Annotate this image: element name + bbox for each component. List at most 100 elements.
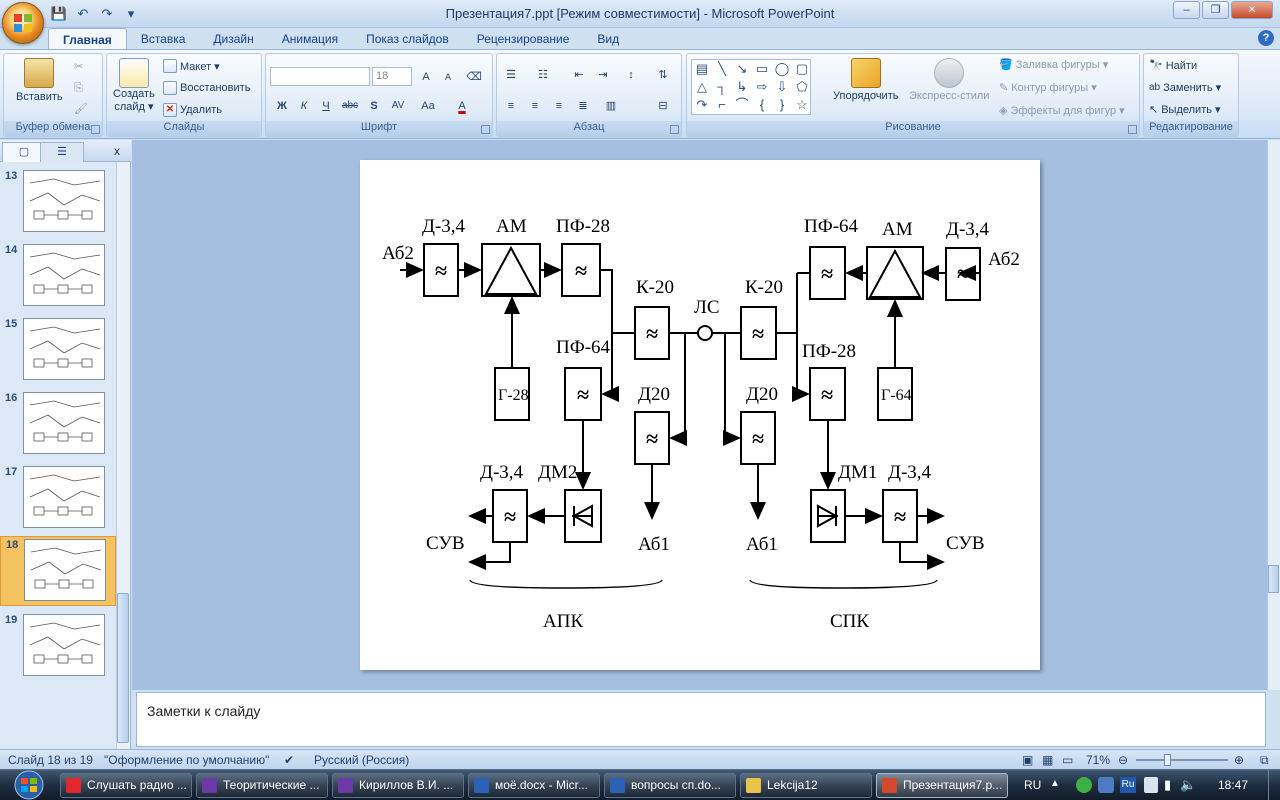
shadow-button[interactable]: S — [370, 100, 378, 112]
align-text-icon[interactable]: ⊟ — [658, 100, 668, 112]
decrease-indent-icon[interactable]: ⇤ — [574, 69, 584, 81]
shape-rounded-rect-icon[interactable]: ▢ — [795, 61, 809, 76]
shrink-font-icon[interactable]: A — [444, 72, 451, 82]
slide-thumbnail-item[interactable]: 19 — [0, 612, 116, 682]
shape-arrow-icon[interactable]: ↘ — [736, 61, 748, 76]
customize-qat-icon[interactable]: ▾ — [127, 6, 135, 21]
tab-insert[interactable]: Вставка — [140, 32, 186, 46]
tab-animation[interactable]: Анимация — [281, 32, 339, 46]
notes-pane[interactable]: Заметки к слайду — [136, 692, 1266, 747]
reset-button[interactable]: Восстановить — [163, 81, 250, 95]
shape-down-arrow-icon[interactable]: ⇩ — [776, 79, 788, 94]
copy-icon[interactable]: ⎘ — [74, 82, 83, 94]
shape-elbow-arrow-icon[interactable]: ↳ — [736, 79, 748, 94]
language[interactable]: Русский (Россия) — [314, 753, 410, 767]
tab-review[interactable]: Рецензирование — [476, 32, 570, 46]
bold-button[interactable]: Ж — [277, 100, 287, 112]
justify-icon[interactable]: ≣ — [578, 100, 588, 112]
slide-scrollbar[interactable] — [1267, 140, 1280, 690]
tab-design[interactable]: Дизайн — [213, 32, 254, 46]
font-launcher-icon[interactable] — [481, 125, 490, 134]
theme-name[interactable]: "Оформление по умолчанию" — [104, 753, 270, 767]
tab-slideshow[interactable]: Показ слайдов — [366, 32, 449, 46]
shape-elbow-icon[interactable]: ┐ — [717, 79, 727, 94]
tray-app-icon[interactable] — [1076, 777, 1092, 793]
tray-expand-icon[interactable]: ▲ — [1050, 778, 1060, 789]
tab-home[interactable]: Главная — [48, 28, 127, 50]
slide-canvas[interactable]: ≈ ≈ ≈ ≈ ≈ ≈ ≈ ≈ ≈ ≈ ≈ ≈ Аб2 Д-3,4 АМ ПФ-… — [360, 160, 1040, 670]
strikethrough-button[interactable]: abc — [341, 100, 359, 111]
quick-styles-button[interactable]: Экспресс-стили — [909, 58, 989, 102]
arrange-button[interactable]: Упорядочить — [833, 58, 898, 102]
undo-icon[interactable]: ↶ — [77, 6, 89, 21]
taskbar-button[interactable]: Слушать радио ... — [60, 773, 192, 798]
underline-button[interactable]: Ч — [322, 100, 330, 112]
shape-outline-button[interactable]: ✎Контур фигуры ▾ — [999, 81, 1097, 94]
text-direction-icon[interactable]: ⇅ — [658, 69, 668, 81]
shape-brace-icon[interactable]: { — [759, 97, 765, 112]
show-desktop-button[interactable] — [1268, 770, 1280, 800]
tray-battery-icon[interactable] — [1144, 777, 1158, 793]
shape-brace-right-icon[interactable]: } — [779, 97, 785, 112]
zoom-level[interactable]: 71% — [1086, 753, 1111, 767]
drawing-launcher-icon[interactable] — [1128, 125, 1137, 134]
redo-icon[interactable]: ↷ — [101, 6, 113, 21]
spellcheck-icon[interactable]: ✔ — [284, 753, 295, 767]
zoom-out-icon[interactable]: ⊖ — [1118, 753, 1129, 767]
slideshow-view-icon[interactable]: ▭ — [1062, 753, 1074, 767]
tray-ru-icon[interactable]: Ru — [1120, 777, 1136, 793]
format-painter-icon[interactable]: 🖌 — [74, 103, 88, 115]
paste-button[interactable]: Вставить — [16, 58, 63, 103]
shape-oval-icon[interactable]: ◯ — [774, 61, 790, 76]
italic-button[interactable]: К — [300, 100, 308, 112]
tray-network-icon[interactable] — [1098, 777, 1114, 793]
align-right-icon[interactable]: ≡ — [555, 100, 563, 112]
panel-scrollbar-thumb[interactable] — [117, 593, 129, 743]
fit-window-icon[interactable]: ⧉ — [1260, 753, 1269, 767]
shape-right-arrow-icon[interactable]: ⇨ — [756, 79, 768, 94]
taskbar-button[interactable]: Теоритические ... — [196, 773, 328, 798]
close-button[interactable]: ✕ — [1231, 1, 1273, 19]
line-spacing-icon[interactable]: ↕ — [628, 69, 634, 81]
new-slide-button[interactable]: Создать слайд ▾ — [113, 58, 155, 113]
slide-thumbnail-item[interactable]: 15 — [0, 316, 116, 386]
slide-thumbnail-item[interactable]: 17 — [0, 464, 116, 534]
taskbar-button[interactable]: Lekcija12 — [740, 773, 872, 798]
tray-signal-icon[interactable]: ▮ — [1164, 777, 1172, 792]
zoom-in-icon[interactable]: ⊕ — [1234, 753, 1245, 767]
cut-icon[interactable]: ✂ — [74, 61, 84, 73]
start-button[interactable] — [4, 770, 54, 800]
shape-arc-icon[interactable]: ⌒ — [735, 97, 749, 112]
slide-thumbnail-item[interactable]: 16 — [0, 390, 116, 460]
columns-icon[interactable]: ▥ — [605, 100, 617, 112]
shape-effects-button[interactable]: ◈Эффекты для фигур ▾ — [999, 104, 1125, 117]
shape-textbox-icon[interactable]: ▤ — [695, 61, 709, 76]
taskbar-button[interactable]: вопросы сп.do... — [604, 773, 736, 798]
slide-thumbnail-item[interactable]: 18 — [0, 536, 116, 606]
align-left-icon[interactable]: ≡ — [507, 100, 515, 112]
clear-format-icon[interactable]: ⌫ — [466, 71, 482, 83]
save-icon[interactable]: 💾 — [50, 6, 68, 21]
tab-view[interactable]: Вид — [597, 32, 620, 46]
taskbar-button[interactable]: Кириллов В.И. ... — [332, 773, 464, 798]
grow-font-icon[interactable]: A — [422, 71, 430, 83]
shape-star-icon[interactable]: ☆ — [796, 97, 808, 112]
shapes-gallery[interactable]: ▤╲↘▭◯▢ △┐↳⇨⇩⬠ ↷⌐⌒{}☆ — [691, 59, 811, 115]
language-indicator[interactable]: RU — [1024, 778, 1042, 792]
help-icon[interactable]: ? — [1258, 30, 1274, 46]
shape-fill-button[interactable]: 🪣Заливка фигуры ▾ — [999, 58, 1108, 71]
font-size-combo[interactable]: 18 — [372, 67, 412, 86]
tab-outline[interactable]: ☰ — [40, 142, 84, 162]
align-center-icon[interactable]: ≡ — [531, 100, 539, 112]
clipboard-launcher-icon[interactable] — [91, 125, 100, 134]
shape-rect-icon[interactable]: ▭ — [755, 61, 769, 76]
shape-pentagon-icon[interactable]: ⬠ — [796, 79, 808, 94]
slide-thumbnail-item[interactable]: 14 — [0, 242, 116, 312]
close-panel-icon[interactable]: x — [114, 144, 120, 158]
taskbar-button[interactable]: моё.docx - Micr... — [468, 773, 600, 798]
select-button[interactable]: ↖Выделить ▾ — [1149, 103, 1221, 116]
slide-thumbnail-item[interactable]: 13 — [0, 168, 116, 238]
change-case-button[interactable]: Aa — [421, 100, 435, 112]
zoom-slider[interactable] — [1136, 759, 1228, 761]
